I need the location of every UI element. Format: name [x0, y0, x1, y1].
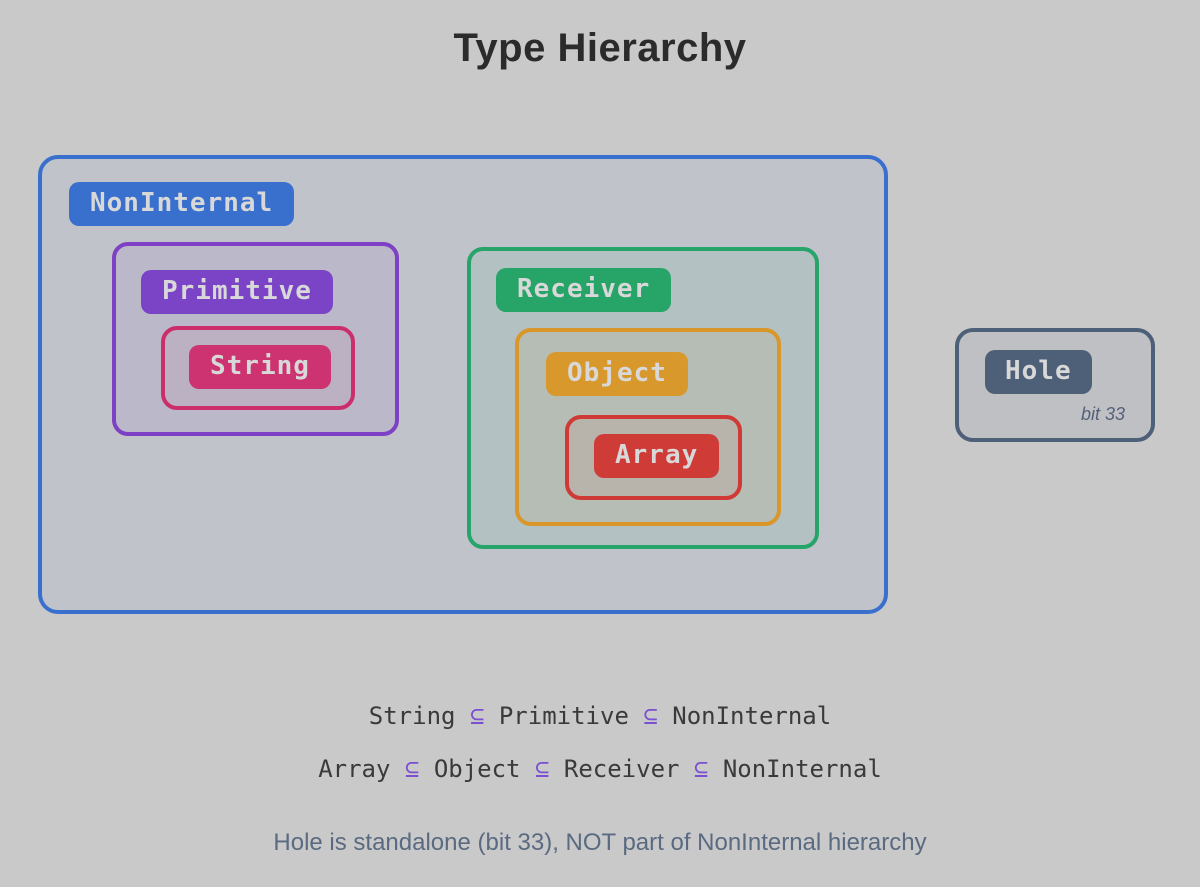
object-label: Object — [546, 352, 688, 396]
subset-symbol: ⊆ — [404, 755, 420, 783]
array-box: Array — [565, 415, 742, 500]
receiver-label: Receiver — [496, 268, 672, 312]
primitive-box: Primitive String — [112, 242, 399, 436]
subset-symbol: ⊆ — [534, 755, 550, 783]
page-title: Type Hierarchy — [453, 26, 747, 70]
noninternal-box: NonInternal Primitive String Receiver Ob… — [38, 155, 888, 614]
relation-term: Array — [318, 755, 391, 783]
hole-bit-note: bit 33 — [1080, 404, 1125, 424]
relation-line-string: String ⊆ Primitive ⊆ NonInternal — [0, 701, 1200, 731]
relation-line-array: Array ⊆ Object ⊆ Receiver ⊆ NonInternal — [0, 754, 1200, 784]
relation-term: NonInternal — [672, 702, 832, 730]
string-box: String — [161, 326, 355, 410]
hole-footnote: Hole is standalone (bit 33), NOT part of… — [273, 829, 927, 856]
subset-symbol: ⊆ — [643, 702, 658, 730]
subset-symbol: ⊆ — [693, 755, 709, 783]
relation-term: Receiver — [563, 755, 680, 783]
primitive-label: Primitive — [141, 270, 333, 314]
subset-relations: String ⊆ Primitive ⊆ NonInternal Array ⊆… — [0, 701, 1200, 807]
array-label: Array — [594, 434, 720, 478]
relation-term: Object — [433, 755, 521, 783]
relation-term: Primitive — [498, 702, 629, 730]
subset-symbol: ⊆ — [469, 702, 485, 730]
hole-label: Hole — [985, 350, 1092, 394]
hole-box: Hole bit 33 — [955, 328, 1155, 442]
string-label: String — [189, 345, 331, 389]
relation-term: NonInternal — [722, 755, 882, 783]
noninternal-label: NonInternal — [69, 182, 295, 226]
receiver-box: Receiver Object Array — [467, 247, 819, 549]
object-box: Object Array — [515, 328, 781, 526]
relation-term: String — [368, 702, 456, 730]
